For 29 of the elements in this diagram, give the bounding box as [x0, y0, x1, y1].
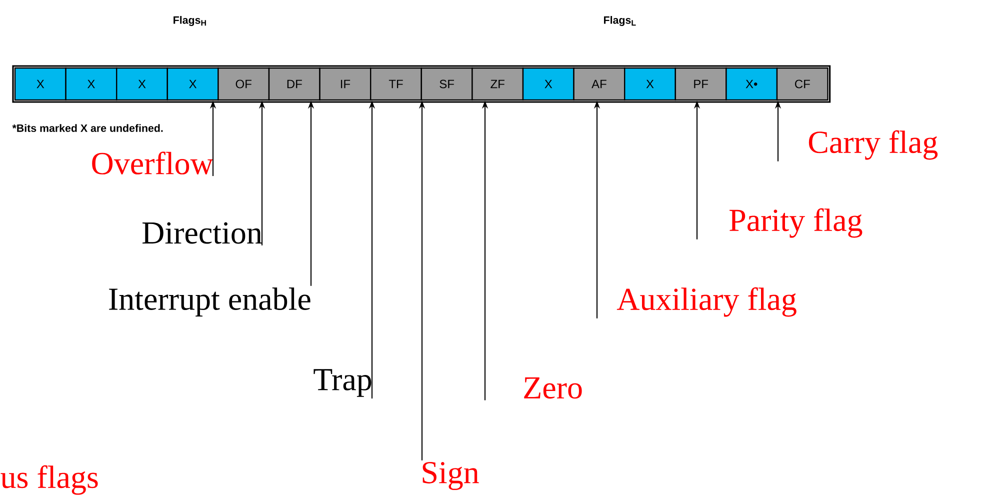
flag-name: Interrupt enable: [109, 288, 310, 317]
flag-bit-cell: DF: [268, 67, 320, 101]
flag-name: Trap: [314, 369, 372, 397]
flag-name: Parity flag: [730, 208, 862, 238]
flag-name: Auxiliary flag: [616, 287, 796, 317]
flag-bit-cell: X: [116, 67, 168, 101]
flag-name: Overflow: [92, 152, 214, 174]
footnote: *Bits marked X are undefined.: [12, 124, 163, 132]
flag-bit-cell: CF: [776, 67, 828, 101]
flag-bit-cell: X: [14, 67, 66, 101]
flag-bit-cell: TF: [370, 67, 422, 101]
flag-name: Zero: [524, 377, 582, 399]
flag-bit-cell: PF: [674, 67, 727, 101]
flag-name: Carry flag: [808, 130, 938, 160]
section-heading: us flags: [0, 465, 98, 495]
flag-bit-cell: X: [624, 67, 676, 101]
flag-bit-cell: SF: [420, 67, 473, 101]
flag-bit-cell: X: [522, 67, 574, 101]
flag-bit-cell: ZF: [472, 67, 524, 101]
flag-bit-cell: X: [166, 67, 219, 101]
flag-bit-cell: X: [65, 67, 118, 101]
flag-bit-cell: X•: [726, 67, 778, 101]
flags-heading: Flags$_{H}$: [174, 16, 206, 26]
flag-bit-cell: IF: [319, 67, 372, 101]
flag-name: Direction: [142, 222, 262, 244]
flag-bit-cell: OF: [218, 67, 270, 101]
flag-bit-cell: AF: [573, 67, 626, 101]
flag-name: Sign: [422, 462, 479, 490]
flags-heading: Flags$_{L}$: [604, 16, 636, 26]
